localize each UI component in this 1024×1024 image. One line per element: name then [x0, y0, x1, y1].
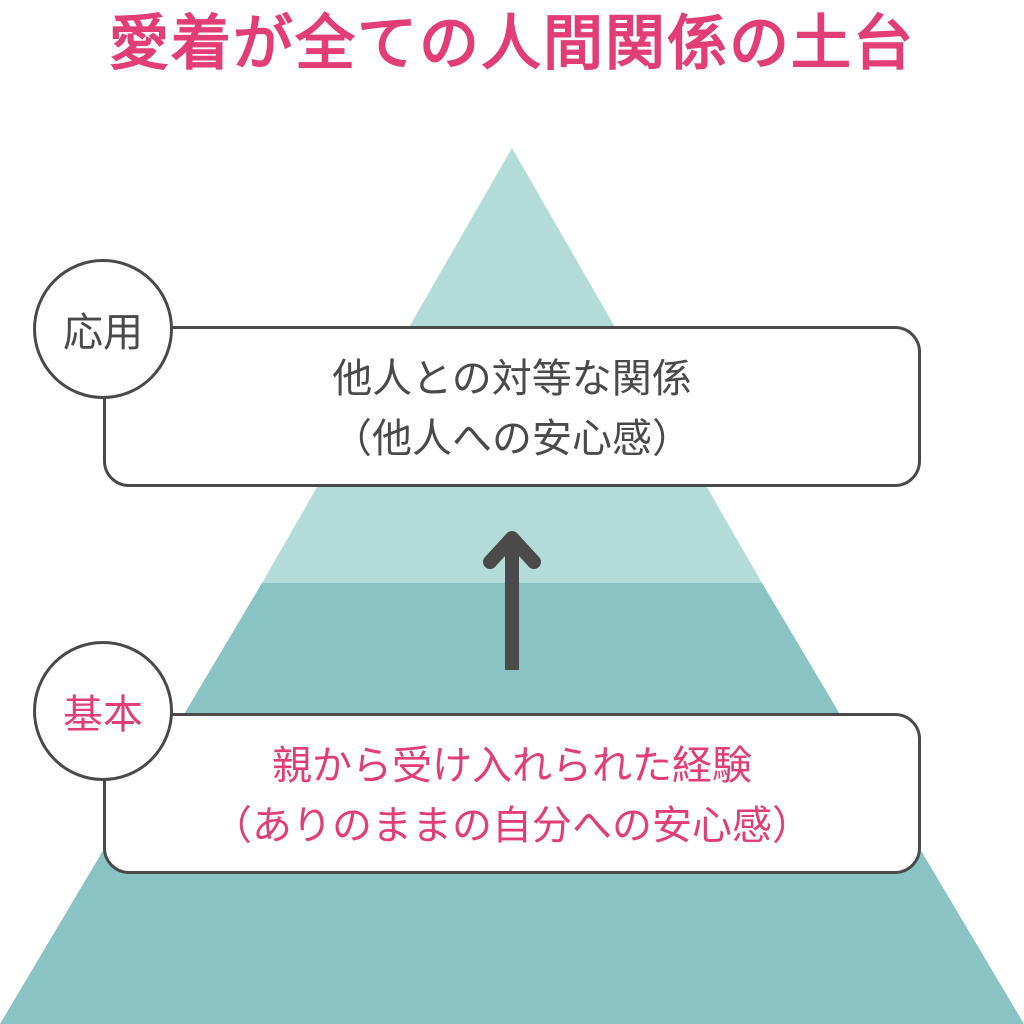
lower-level-text-line2: （ありのままの自分への安心感）	[212, 803, 812, 849]
lower-level-tag: 基本	[33, 641, 173, 781]
upper-level-box: 他人との対等な関係 （他人への安心感）	[103, 326, 921, 487]
lower-level-text-line1: 親から受け入れられた経験	[272, 743, 752, 789]
page-title: 愛着が全ての人間関係の土台	[109, 9, 915, 79]
lower-level-tag-label: 基本	[63, 692, 143, 738]
up-arrow-icon	[483, 531, 541, 670]
lower-level-box: 親から受け入れられた経験 （ありのままの自分への安心感）	[103, 713, 921, 874]
upper-level-tag: 応用	[33, 259, 173, 399]
upper-level-tag-label: 応用	[63, 310, 143, 356]
upper-level-text-line2: （他人への安心感）	[332, 416, 692, 462]
upper-level-text-line1: 他人との対等な関係	[332, 356, 692, 402]
